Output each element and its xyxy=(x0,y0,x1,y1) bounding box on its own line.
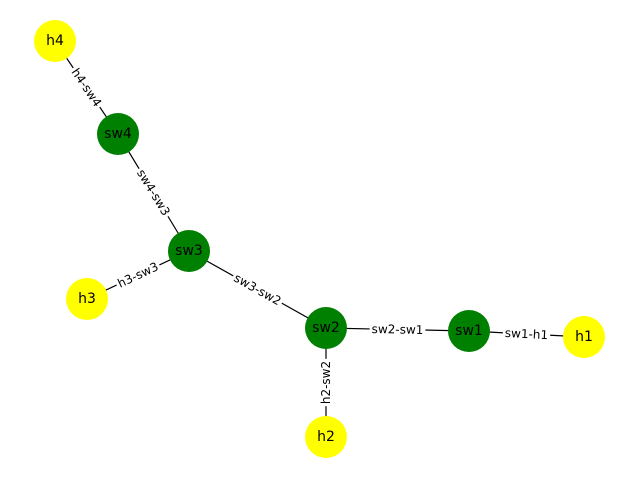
host-node-circle xyxy=(563,316,605,358)
node-h2: h2 xyxy=(305,416,347,458)
host-node-circle xyxy=(66,278,108,320)
node-sw1: sw1 xyxy=(448,310,490,352)
node-sw2: sw2 xyxy=(305,307,347,349)
edge-label-group: h2-sw2 xyxy=(318,358,334,407)
edge-label: h3-sw3 xyxy=(115,259,160,290)
edge-label: sw1-h1 xyxy=(505,326,549,342)
switch-node-circle xyxy=(305,307,347,349)
switch-node-circle xyxy=(97,113,139,155)
host-node-circle xyxy=(305,416,347,458)
edge-label: sw2-sw1 xyxy=(371,322,423,337)
node-label: sw2 xyxy=(312,320,340,336)
host-node-circle xyxy=(34,20,76,62)
node-h1: h1 xyxy=(563,316,605,358)
edge-label-background xyxy=(369,320,426,339)
edge-label: sw3-sw2 xyxy=(232,271,284,309)
node-label: h3 xyxy=(78,291,96,307)
switch-node-circle xyxy=(448,310,490,352)
edge-label-background xyxy=(132,164,175,221)
node-label: h4 xyxy=(46,33,64,49)
node-h4: h4 xyxy=(34,20,76,62)
nodes-layer: h4 sw4 sw3 h3 sw2 sw1 h1 h2 xyxy=(34,20,605,458)
edge-label-group: sw3-sw2 xyxy=(229,268,286,311)
edge-label-background xyxy=(318,358,334,407)
edge-label-group: sw2-sw1 xyxy=(369,320,426,339)
edge-label-group: h4-sw4 xyxy=(66,63,107,112)
edge-label-background xyxy=(502,324,551,344)
edge-label-group: h3-sw3 xyxy=(113,257,163,293)
node-h3: h3 xyxy=(66,278,108,320)
edge-label-background xyxy=(113,257,163,293)
node-sw4: sw4 xyxy=(97,113,139,155)
edge-label-background xyxy=(66,63,107,112)
node-label: sw3 xyxy=(175,243,203,259)
node-label: sw4 xyxy=(104,126,132,142)
edge-label: h2-sw2 xyxy=(319,361,333,404)
edge-label-group: sw1-h1 xyxy=(502,324,551,344)
edge-label: sw4-sw3 xyxy=(134,167,173,218)
node-sw3: sw3 xyxy=(168,230,210,272)
switch-node-circle xyxy=(168,230,210,272)
node-label: h1 xyxy=(575,329,593,345)
edge-label: h4-sw4 xyxy=(69,66,105,110)
edge-label-group: sw4-sw3 xyxy=(132,164,175,221)
edge-labels-layer: h4-sw4 sw4-sw3 h3-sw3 sw3-sw2 sw2-sw1 sw1-h1 h… xyxy=(66,63,551,407)
node-label: h2 xyxy=(317,429,335,445)
edge-label-background xyxy=(229,268,286,311)
node-label: sw1 xyxy=(455,323,483,339)
